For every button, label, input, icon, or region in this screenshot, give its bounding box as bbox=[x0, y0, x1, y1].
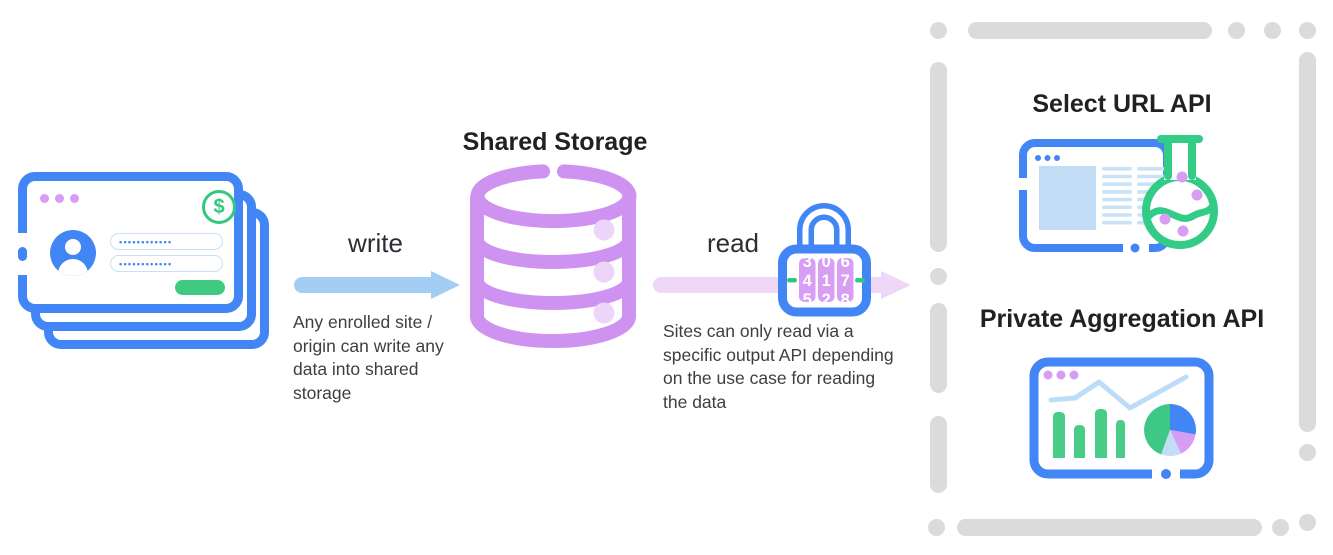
combination-dials[interactable]: 3 4 5 0 1 2 6 7 8 bbox=[799, 253, 854, 309]
dial-digit: 1 bbox=[822, 272, 831, 290]
submit-button[interactable] bbox=[175, 280, 225, 295]
window-control-dot-icon bbox=[40, 194, 49, 203]
dial-index-dash-icon bbox=[787, 278, 797, 283]
storage-record-dot-icon bbox=[593, 302, 615, 324]
dollar-glyph: $ bbox=[213, 195, 225, 218]
bar-chart-icon bbox=[1053, 409, 1125, 458]
private-aggregation-api-title: Private Aggregation API bbox=[979, 305, 1265, 333]
dial-index-dash-icon bbox=[855, 278, 865, 283]
dial-digit: 7 bbox=[841, 272, 850, 290]
svg-text:0: 0 bbox=[822, 253, 831, 271]
border-dash-dot-icon bbox=[18, 247, 27, 261]
read-caption: Sites can only read via a specific outpu… bbox=[663, 321, 894, 412]
password-field-2[interactable]: •••••••••••• bbox=[110, 255, 223, 272]
storage-record-dot-icon bbox=[593, 261, 615, 283]
write-caption: Any enrolled site / origin can write any… bbox=[293, 312, 444, 403]
write-arrow-icon bbox=[294, 271, 460, 299]
svg-text:6: 6 bbox=[841, 253, 850, 271]
flask-icon bbox=[1142, 135, 1218, 249]
write-label: write bbox=[348, 228, 403, 258]
database-icon bbox=[470, 164, 637, 348]
shared-storage-title: Shared Storage bbox=[462, 128, 648, 156]
window-control-dot-icon bbox=[55, 194, 64, 203]
read-label: read bbox=[706, 228, 760, 258]
window-control-dot-icon bbox=[70, 194, 79, 203]
dial-digit: 4 bbox=[803, 272, 813, 290]
select-url-api-title: Select URL API bbox=[1032, 90, 1212, 118]
browser-card-front-icon: $ •••••••••••• •••••••••••• bbox=[18, 172, 243, 313]
storage-record-dot-icon bbox=[593, 219, 615, 241]
border-dash-dot-icon bbox=[1130, 243, 1140, 253]
svg-text:5: 5 bbox=[803, 291, 812, 309]
border-dash-dot-icon bbox=[1161, 469, 1171, 479]
pie-chart-icon bbox=[1144, 404, 1196, 457]
avatar-icon bbox=[50, 230, 96, 276]
select-url-api-icon bbox=[1018, 135, 1218, 253]
password-value-2: •••••••••••• bbox=[119, 258, 173, 269]
dashboard-icon bbox=[1029, 357, 1214, 479]
password-field-1[interactable]: •••••••••••• bbox=[110, 233, 223, 250]
svg-text:8: 8 bbox=[841, 291, 850, 309]
svg-text:2: 2 bbox=[822, 291, 831, 309]
content-block bbox=[1039, 166, 1096, 230]
dollar-icon: $ bbox=[202, 190, 236, 224]
enrolled-sites-card-stack: $ •••••••••••• •••••••••••• bbox=[18, 172, 278, 357]
lock-icon: 3 4 5 0 1 2 6 7 8 bbox=[778, 203, 871, 317]
password-value-1: •••••••••••• bbox=[119, 236, 173, 247]
svg-text:3: 3 bbox=[803, 253, 812, 271]
line-chart-icon bbox=[1048, 374, 1189, 411]
